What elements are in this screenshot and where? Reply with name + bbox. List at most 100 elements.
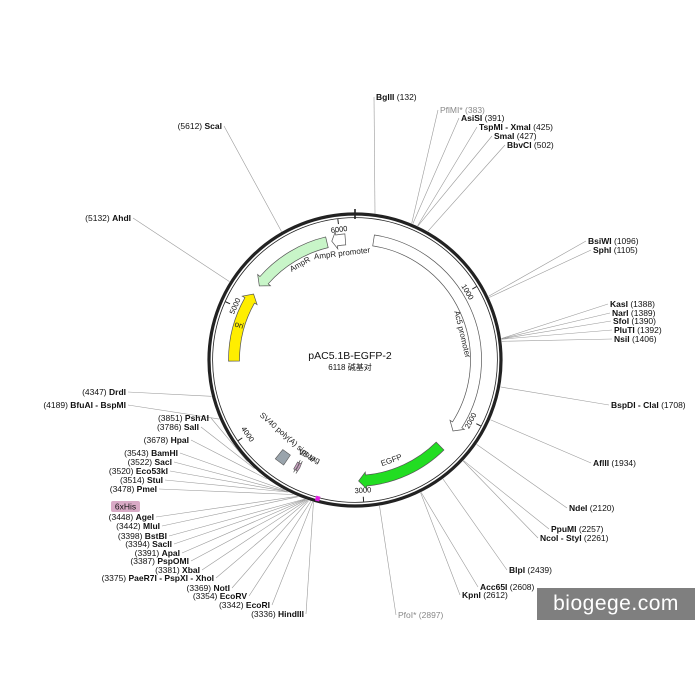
site-name: PpuMI: [551, 524, 577, 534]
site-leader: [411, 109, 439, 224]
site-name: SalI: [184, 422, 199, 432]
feature-sv40-poly-a-signal: [274, 449, 291, 466]
site-label: PluTI (1392): [614, 325, 662, 335]
site-name: BstBI: [145, 531, 167, 541]
site-name: BsiWI: [588, 236, 612, 246]
site-label: (3375) PaeR7I - PspXI - XhoI: [102, 573, 214, 583]
site-name: SmaI: [494, 131, 514, 141]
site-label: BbvCI (502): [507, 140, 554, 150]
site-position: (4189): [43, 400, 70, 410]
site-leader: [161, 496, 299, 527]
feature-egfp-label: EGFP: [380, 452, 404, 468]
site-position: (1708): [659, 400, 686, 410]
site-name: SphI: [593, 245, 611, 255]
site-name: AgeI: [136, 512, 154, 522]
site-tspmi-xmai: TspMI - XmaI (425): [479, 122, 553, 132]
tick-mark: [471, 286, 477, 290]
site-name: PshAI: [185, 413, 209, 423]
site-position: (2120): [587, 503, 614, 513]
site-bglii: BglII (132): [376, 92, 417, 102]
site-name: BamHI: [151, 448, 178, 458]
site-label: (3369) NotI: [187, 583, 230, 593]
site-position: (2608): [507, 582, 534, 592]
site-leader: [501, 329, 613, 340]
site-leader: [442, 478, 508, 571]
site-ahdi: (5132) AhdI: [85, 213, 131, 223]
site-name: SfoI: [613, 316, 629, 326]
site-leader: [127, 391, 212, 397]
plasmid-name: pAC5.1B-EGFP-2: [308, 350, 392, 362]
site-leader: [501, 303, 609, 339]
site-label: AflII (1934): [593, 458, 636, 468]
site-position: (383): [463, 105, 485, 115]
site-ndei: NdeI (2120): [569, 503, 615, 513]
feature-ori-label: ori: [234, 320, 245, 331]
site-position: (132): [394, 92, 416, 102]
site-name: HpaI: [171, 435, 189, 445]
feature-v5-tag-chevron: [293, 459, 301, 473]
feature-egfp: [358, 441, 445, 490]
site-ecorv: (3354) EcoRV: [193, 591, 248, 601]
site-label: (3394) SacII: [125, 539, 172, 549]
site-label: BspDI - ClaI (1708): [611, 400, 686, 410]
site-leader: [501, 320, 612, 340]
site-label: (3336) HindIII: [251, 609, 304, 619]
tick-label: 4000: [239, 425, 256, 444]
site-position: (3398): [118, 531, 145, 541]
site-blpi: BlpI (2439): [509, 565, 552, 575]
site-xbai: (3381) XbaI: [155, 565, 200, 575]
site-agei: (3448) AgeI: [109, 512, 154, 522]
site-leader: [181, 499, 306, 554]
site-leader: [127, 404, 220, 420]
site-label: (3851) PshAI: [158, 413, 209, 423]
site-leader: [173, 461, 288, 492]
site-name: Eco53kI: [136, 466, 168, 476]
site-leader: [248, 501, 312, 597]
site-leader-lines: [127, 96, 613, 616]
site-bstbi: (3398) BstBI: [118, 531, 167, 541]
site-bsiwi: BsiWI (1096): [588, 236, 639, 246]
site-position: (3369): [187, 583, 214, 593]
site-leader: [379, 505, 397, 616]
watermark: biogege.com: [537, 588, 695, 620]
site-name: KasI: [610, 299, 628, 309]
site-label: Acc65I (2608): [480, 582, 535, 592]
site-leader: [271, 501, 313, 606]
site-leader: [190, 499, 307, 562]
site-label: (4347) DrdI: [82, 387, 126, 397]
site-label: (3678) HpaI: [144, 435, 189, 445]
site-nsii: NsiI (1406): [614, 334, 657, 344]
site-label: KpnI (2612): [462, 590, 508, 600]
site-position: (3514): [120, 475, 147, 485]
site-position: (3354): [193, 591, 220, 601]
site-position: (3520): [109, 466, 136, 476]
site-label: (3342) EcoRI: [219, 600, 270, 610]
site-label: (5612) ScaI: [178, 121, 222, 131]
site-ppumi: PpuMI (2257): [551, 524, 604, 534]
site-position: (427): [514, 131, 536, 141]
site-name: MluI: [143, 521, 160, 531]
his-tag-label: 6xHis: [115, 502, 136, 512]
site-leader: [168, 498, 305, 537]
site-position: (391): [482, 113, 504, 123]
site-label: NdeI (2120): [569, 503, 615, 513]
site-position: (3543): [124, 448, 151, 458]
site-name: BbvCI: [507, 140, 532, 150]
site-label: (3387) PspOMI: [130, 556, 189, 566]
site-eco53ki: (3520) Eco53kI: [109, 466, 168, 476]
site-position: (2612): [481, 590, 508, 600]
site-position: (3381): [155, 565, 182, 575]
site-name: DrdI: [109, 387, 126, 397]
site-sfoi: SfoI (1390): [613, 316, 656, 326]
site-bamhi: (3543) BamHI: [124, 448, 178, 458]
site-pspomi: (3387) PspOMI: [130, 556, 189, 566]
tick-label: 3000: [354, 485, 371, 495]
site-name: PaeR7I - PspXI - XhoI: [129, 573, 215, 583]
site-leader: [305, 502, 314, 615]
site-position: (3387): [130, 556, 157, 566]
site-name: PspOMI: [157, 556, 189, 566]
site-leader: [173, 499, 306, 545]
site-kasi: KasI (1388): [610, 299, 655, 309]
site-leader: [463, 460, 550, 530]
